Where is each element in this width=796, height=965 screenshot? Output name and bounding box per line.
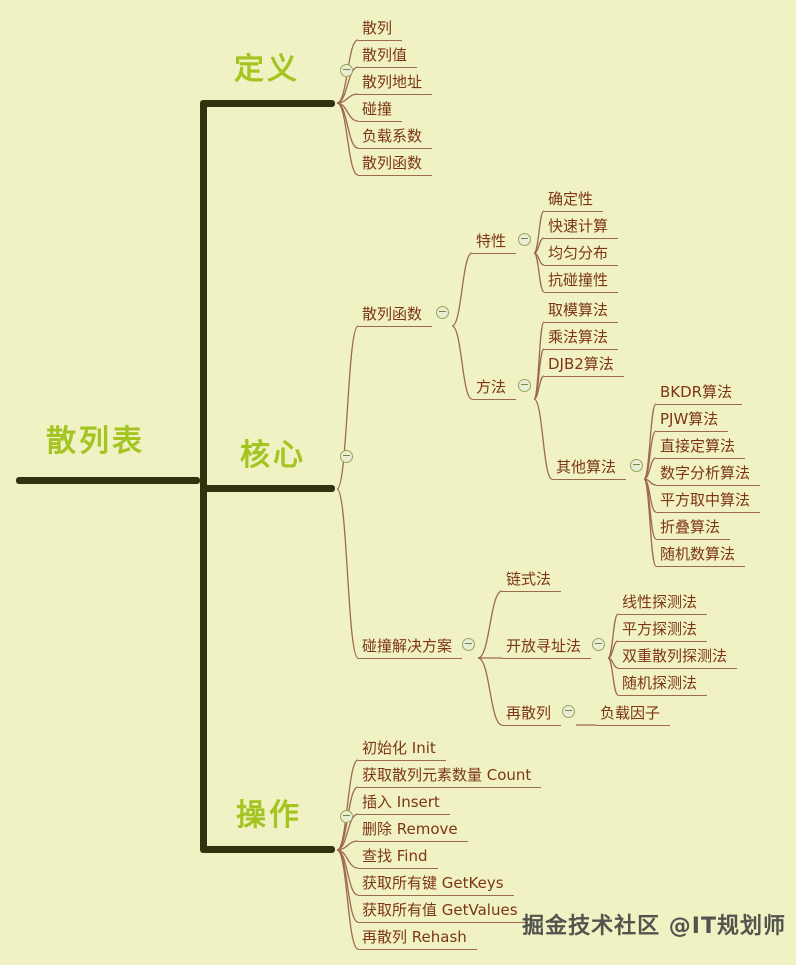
collapse-minus-icon[interactable]: − [562,704,575,718]
node-hash-function[interactable]: 散列函数 [358,304,433,327]
node-bkdr-algorithm[interactable]: BKDR算法 [656,382,743,405]
node-hash[interactable]: 散列 [358,18,403,41]
node-random-probing[interactable]: 随机探测法 [618,673,708,696]
node-multiplication-algorithm[interactable]: 乘法算法 [544,327,619,350]
collapse-minus-icon[interactable]: − [462,637,475,651]
node-op-find[interactable]: 查找 Find [358,846,438,869]
watermark-text: 掘金技术社区 @IT规划师 [522,914,786,939]
collapse-minus-icon[interactable]: − [340,449,353,463]
node-djb2-algorithm[interactable]: DJB2算法 [544,354,624,377]
node-op-getvalues[interactable]: 获取所有值 GetValues [358,900,528,923]
node-linear-probing[interactable]: 线性探测法 [618,592,708,615]
node-uniform-distribution[interactable]: 均匀分布 [544,243,619,266]
trunk-line [200,100,207,853]
node-load-coefficient[interactable]: 负载系数 [358,126,433,149]
node-random-number-algorithm[interactable]: 随机数算法 [656,544,746,567]
node-determinism[interactable]: 确定性 [544,189,604,212]
collapse-minus-icon[interactable]: − [518,378,531,392]
branch-operations[interactable]: 操作 [236,798,302,833]
node-fast-computation[interactable]: 快速计算 [544,216,619,239]
node-hash-function-def[interactable]: 散列函数 [358,153,433,176]
node-other-algorithms[interactable]: 其他算法 [552,457,627,480]
operations-branch-bar [203,846,335,853]
node-mid-square-algorithm[interactable]: 平方取中算法 [656,490,761,513]
node-hash-address[interactable]: 散列地址 [358,72,433,95]
node-op-count[interactable]: 获取散列元素数量 Count [358,765,542,788]
node-folding-algorithm[interactable]: 折叠算法 [656,517,731,540]
branch-definition[interactable]: 定义 [234,52,300,87]
node-double-hashing-probing[interactable]: 双重散列探测法 [618,646,738,669]
definition-branch-bar [203,100,335,107]
node-op-insert[interactable]: 插入 Insert [358,792,450,815]
node-collision-resistance[interactable]: 抗碰撞性 [544,270,619,293]
node-quadratic-probing[interactable]: 平方探测法 [618,619,708,642]
node-methods[interactable]: 方法 [472,377,517,400]
root-topic-hash-table[interactable]: 散列表 [46,424,145,459]
core-branch-bar [203,485,335,492]
collapse-minus-icon[interactable]: − [340,63,353,77]
node-direct-addressing-algorithm[interactable]: 直接定算法 [656,436,746,459]
node-op-getkeys[interactable]: 获取所有键 GetKeys [358,873,514,896]
node-op-remove[interactable]: 删除 Remove [358,819,468,842]
root-branch-bar [16,477,200,484]
collapse-minus-icon[interactable]: − [518,232,531,246]
node-op-rehash[interactable]: 再散列 Rehash [358,927,477,950]
node-op-init[interactable]: 初始化 Init [358,738,446,761]
collapse-minus-icon[interactable]: − [436,305,449,319]
collapse-minus-icon[interactable]: − [630,458,643,472]
node-characteristics[interactable]: 特性 [472,231,517,254]
node-open-addressing[interactable]: 开放寻址法 [502,636,592,659]
node-rehash[interactable]: 再散列 [502,703,562,726]
node-digit-analysis-algorithm[interactable]: 数字分析算法 [656,463,761,486]
node-collision-resolution[interactable]: 碰撞解决方案 [358,636,463,659]
node-load-factor[interactable]: 负载因子 [596,703,671,726]
collapse-minus-icon[interactable]: − [592,637,605,651]
node-collision[interactable]: 碰撞 [358,99,403,122]
node-modulo-algorithm[interactable]: 取模算法 [544,300,619,323]
node-hash-value[interactable]: 散列值 [358,45,418,68]
node-pjw-algorithm[interactable]: PJW算法 [656,409,729,432]
branch-core[interactable]: 核心 [240,438,306,473]
node-chaining[interactable]: 链式法 [502,569,562,592]
collapse-minus-icon[interactable]: − [340,809,353,823]
